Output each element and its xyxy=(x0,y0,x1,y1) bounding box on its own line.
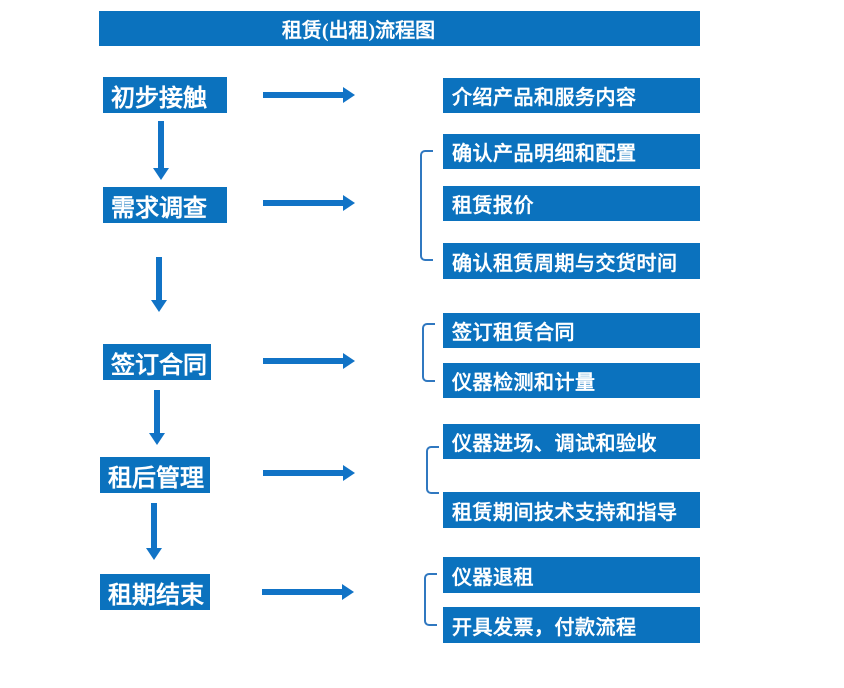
arrow-shaft xyxy=(153,390,160,433)
output-box-sign-rental-contract: 签订租赁合同 xyxy=(443,313,700,348)
stage-label: 租期结束 xyxy=(108,582,204,609)
arrow-head xyxy=(343,195,355,211)
flowchart-title-bar: 租赁(出租)流程图 xyxy=(99,11,700,46)
down-arrow-icon xyxy=(150,257,167,312)
output-box-confirm-rental-period: 确认租赁周期与交货时间 xyxy=(443,243,700,279)
stage-box-post-rental-management: 租后管理 xyxy=(100,457,210,493)
output-label: 仪器检测和计量 xyxy=(452,372,596,394)
arrow-shaft xyxy=(150,503,157,548)
arrow-shaft xyxy=(263,358,343,364)
arrow-shaft xyxy=(262,589,342,595)
right-arrow-icon xyxy=(263,353,355,369)
arrow-head xyxy=(145,548,162,560)
arrow-head xyxy=(343,353,355,369)
arrow-head xyxy=(343,87,355,103)
output-box-instrument-return: 仪器退租 xyxy=(443,557,700,593)
arrow-shaft xyxy=(157,121,164,168)
output-label: 租赁报价 xyxy=(452,195,534,217)
down-arrow-icon xyxy=(145,503,162,560)
arrow-head xyxy=(343,465,355,481)
right-arrow-icon xyxy=(262,584,354,600)
output-box-invoice-payment: 开具发票，付款流程 xyxy=(443,607,700,643)
output-label: 签订租赁合同 xyxy=(452,322,575,344)
output-box-rental-quotation: 租赁报价 xyxy=(443,186,700,221)
flowchart-title: 租赁(出租)流程图 xyxy=(281,20,436,42)
right-arrow-icon xyxy=(263,195,355,211)
output-label: 仪器退租 xyxy=(452,566,534,589)
arrow-head xyxy=(148,433,165,445)
output-box-introduce-products: 介绍产品和服务内容 xyxy=(443,78,700,113)
output-box-confirm-product-details: 确认产品明细和配置 xyxy=(443,134,700,169)
stage-box-demand-survey: 需求调查 xyxy=(103,187,227,223)
right-arrow-icon xyxy=(263,465,355,481)
stage-label: 签订合同 xyxy=(111,352,207,379)
arrow-shaft xyxy=(263,470,343,476)
arrow-head xyxy=(342,584,354,600)
arrow-head xyxy=(152,168,169,180)
output-label: 仪器进场、调试和验收 xyxy=(452,433,657,455)
down-arrow-icon xyxy=(152,121,169,180)
output-label: 介绍产品和服务内容 xyxy=(452,87,637,109)
output-label: 租赁期间技术支持和指导 xyxy=(452,501,678,524)
output-label: 确认产品明细和配置 xyxy=(452,143,637,165)
right-arrow-icon xyxy=(263,87,355,103)
arrow-head xyxy=(150,300,167,312)
stage-label: 需求调查 xyxy=(111,195,207,222)
output-label: 确认租赁周期与交货时间 xyxy=(452,252,678,275)
down-arrow-icon xyxy=(148,390,165,445)
output-box-instrument-testing: 仪器检测和计量 xyxy=(443,363,700,398)
arrow-shaft xyxy=(263,200,343,206)
group-bracket-icon xyxy=(420,150,433,261)
output-box-technical-support: 租赁期间技术支持和指导 xyxy=(443,492,700,528)
group-bracket-icon xyxy=(426,446,439,494)
output-label: 开具发票，付款流程 xyxy=(452,616,637,639)
arrow-shaft xyxy=(263,92,343,98)
arrow-shaft xyxy=(155,257,162,300)
output-box-instrument-setup-acceptance: 仪器进场、调试和验收 xyxy=(443,424,700,459)
stage-label: 租后管理 xyxy=(108,465,204,492)
stage-box-rental-end: 租期结束 xyxy=(100,574,210,610)
group-bracket-icon xyxy=(422,323,435,382)
stage-label: 初步接触 xyxy=(111,85,207,112)
group-bracket-icon xyxy=(424,573,437,626)
stage-box-sign-contract: 签订合同 xyxy=(103,344,211,380)
stage-box-initial-contact: 初步接触 xyxy=(103,77,227,113)
